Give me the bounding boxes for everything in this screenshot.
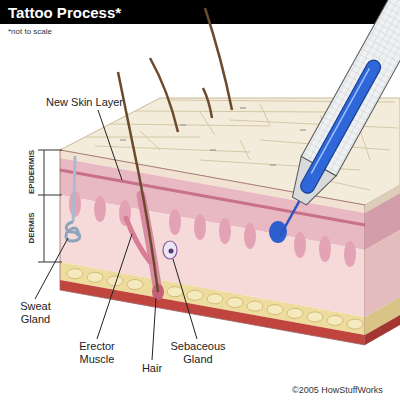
ink-deposit xyxy=(269,221,287,243)
part-label: Hair xyxy=(134,362,170,375)
fat-cell xyxy=(267,305,283,315)
dermal-ridge xyxy=(319,236,331,262)
fat-cell xyxy=(327,316,343,326)
machine-grip xyxy=(301,0,400,176)
fat-cell xyxy=(287,308,303,318)
part-label: Erector Muscle xyxy=(66,340,128,366)
sweat-duct xyxy=(73,156,75,222)
hair-shaft xyxy=(203,88,212,118)
note-text: *not to scale xyxy=(8,27,52,37)
fat-cell xyxy=(307,312,323,322)
dermal-ridge xyxy=(94,196,106,222)
title-bar xyxy=(0,0,400,24)
leader-line xyxy=(173,259,197,339)
fat-cell xyxy=(87,272,103,282)
dermal-ridge xyxy=(244,223,256,249)
leader-line xyxy=(152,298,156,360)
dermal-ridge xyxy=(294,232,306,258)
dermal-ridges xyxy=(69,191,356,267)
fat-cell xyxy=(227,298,243,308)
leader-lines xyxy=(35,110,197,360)
dermal-ridge xyxy=(169,209,181,235)
part-label: New Skin Layer xyxy=(46,96,123,109)
muscle-side xyxy=(365,315,400,345)
dermis-layer xyxy=(60,195,365,317)
layer-bracket xyxy=(38,150,62,262)
dermal-ridge xyxy=(344,241,356,267)
diagram-title: Tattoo Process* xyxy=(8,4,121,21)
fat-cell xyxy=(247,301,263,311)
leader-line xyxy=(35,238,68,299)
dermal-ridge xyxy=(219,218,231,244)
part-label: Sweat Gland xyxy=(8,300,63,326)
needle xyxy=(280,197,302,236)
hair-shaft xyxy=(205,8,232,110)
ink-window xyxy=(298,58,383,196)
fat-cell xyxy=(167,287,183,297)
window-highlight xyxy=(311,68,369,173)
leader-line xyxy=(98,110,122,180)
fat-cell xyxy=(187,290,203,300)
leader-line xyxy=(97,234,132,339)
part-label: Sebaceous Gland xyxy=(162,340,234,366)
fat-cell xyxy=(127,280,143,290)
fat-cell xyxy=(207,294,223,304)
fat-cell xyxy=(67,269,83,279)
copyright-watermark: ©2005 HowStuffWorks xyxy=(292,385,383,396)
machine-body xyxy=(301,0,400,176)
sebaceous-gland xyxy=(163,241,177,259)
layer-label: DERMIS xyxy=(27,212,36,243)
hair-shaft xyxy=(150,58,178,132)
layer-label: EPIDERMIS xyxy=(27,150,36,194)
fat-cell xyxy=(347,319,363,329)
tattoo-machine xyxy=(263,0,400,246)
dermal-ridge xyxy=(194,214,206,240)
gland-core xyxy=(169,249,174,254)
